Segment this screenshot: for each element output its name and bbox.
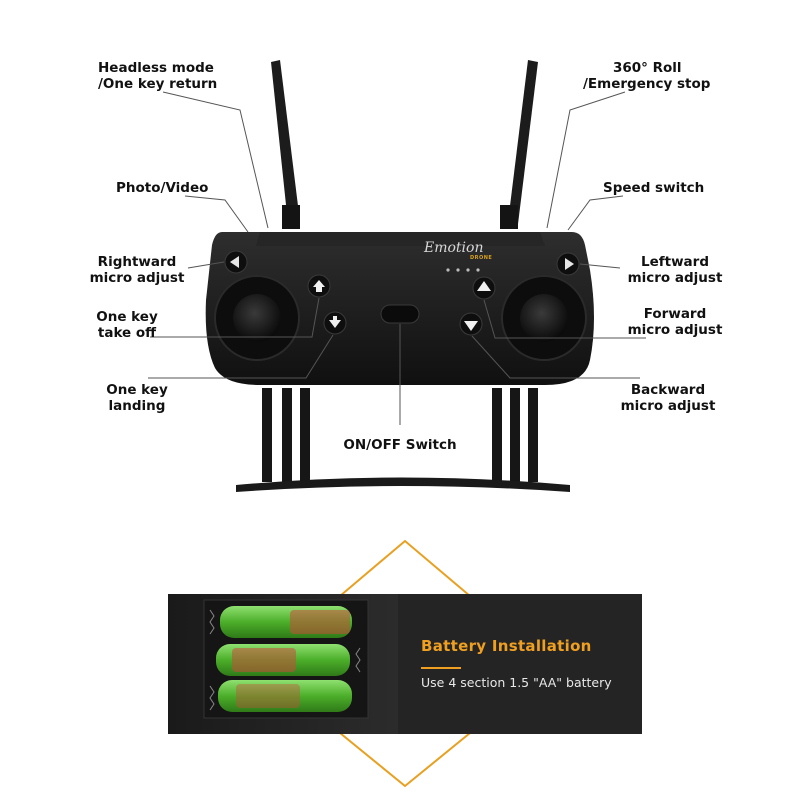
battery-1 bbox=[220, 606, 352, 638]
label-forward-micro-adjust: Forward micro adjust bbox=[627, 306, 723, 338]
right-arrow-icon bbox=[565, 258, 574, 270]
rotate-down-icon bbox=[329, 320, 341, 328]
label-one-key-take-off: One key take off bbox=[96, 309, 158, 341]
leader-lines bbox=[148, 91, 646, 425]
label-photo-video: Photo/Video bbox=[116, 180, 209, 196]
battery-installation-description: Use 4 section 1.5 "AA" battery bbox=[421, 675, 612, 690]
battery-springs bbox=[209, 609, 361, 711]
label-rightward-micro-adjust: Rightward micro adjust bbox=[89, 254, 185, 286]
label-speed-switch: Speed switch bbox=[603, 180, 705, 196]
home-arrow-icon bbox=[313, 280, 325, 292]
right-antenna bbox=[500, 60, 538, 229]
takeoff-button[interactable] bbox=[307, 274, 331, 298]
power-switch[interactable] bbox=[380, 304, 420, 324]
brand-logo: Emotion bbox=[424, 240, 484, 256]
leftward-micro-adjust-button[interactable] bbox=[556, 252, 580, 276]
battery-highlight-diamond bbox=[339, 539, 471, 788]
status-leds bbox=[446, 268, 480, 272]
label-on-off-switch: ON/OFF Switch bbox=[343, 437, 457, 453]
label-backward-micro-adjust: Backward micro adjust bbox=[620, 382, 716, 414]
brand-subtitle: DRONE bbox=[470, 255, 493, 261]
battery-title-underline bbox=[421, 667, 461, 669]
up-arrow-icon bbox=[477, 281, 491, 291]
label-leftward-micro-adjust: Leftward micro adjust bbox=[627, 254, 723, 286]
left-arrow-icon bbox=[230, 256, 239, 268]
battery-3 bbox=[218, 680, 352, 712]
label-headless-mode: Headless mode /One key return bbox=[98, 60, 218, 92]
landing-button[interactable] bbox=[323, 311, 347, 335]
right-joystick bbox=[501, 275, 587, 361]
left-antenna bbox=[271, 60, 300, 229]
controller-stand bbox=[236, 388, 570, 492]
label-one-key-landing: One key landing bbox=[106, 382, 168, 414]
rightward-micro-adjust-button[interactable] bbox=[224, 250, 248, 274]
left-joystick bbox=[214, 275, 300, 361]
down-arrow-icon bbox=[464, 321, 478, 331]
label-360-roll: 360° Roll /Emergency stop bbox=[583, 60, 711, 92]
backward-micro-adjust-button[interactable] bbox=[459, 312, 483, 336]
battery-2 bbox=[216, 644, 350, 676]
battery-installation-title: Battery Installation bbox=[421, 637, 592, 655]
forward-micro-adjust-button[interactable] bbox=[472, 276, 496, 300]
